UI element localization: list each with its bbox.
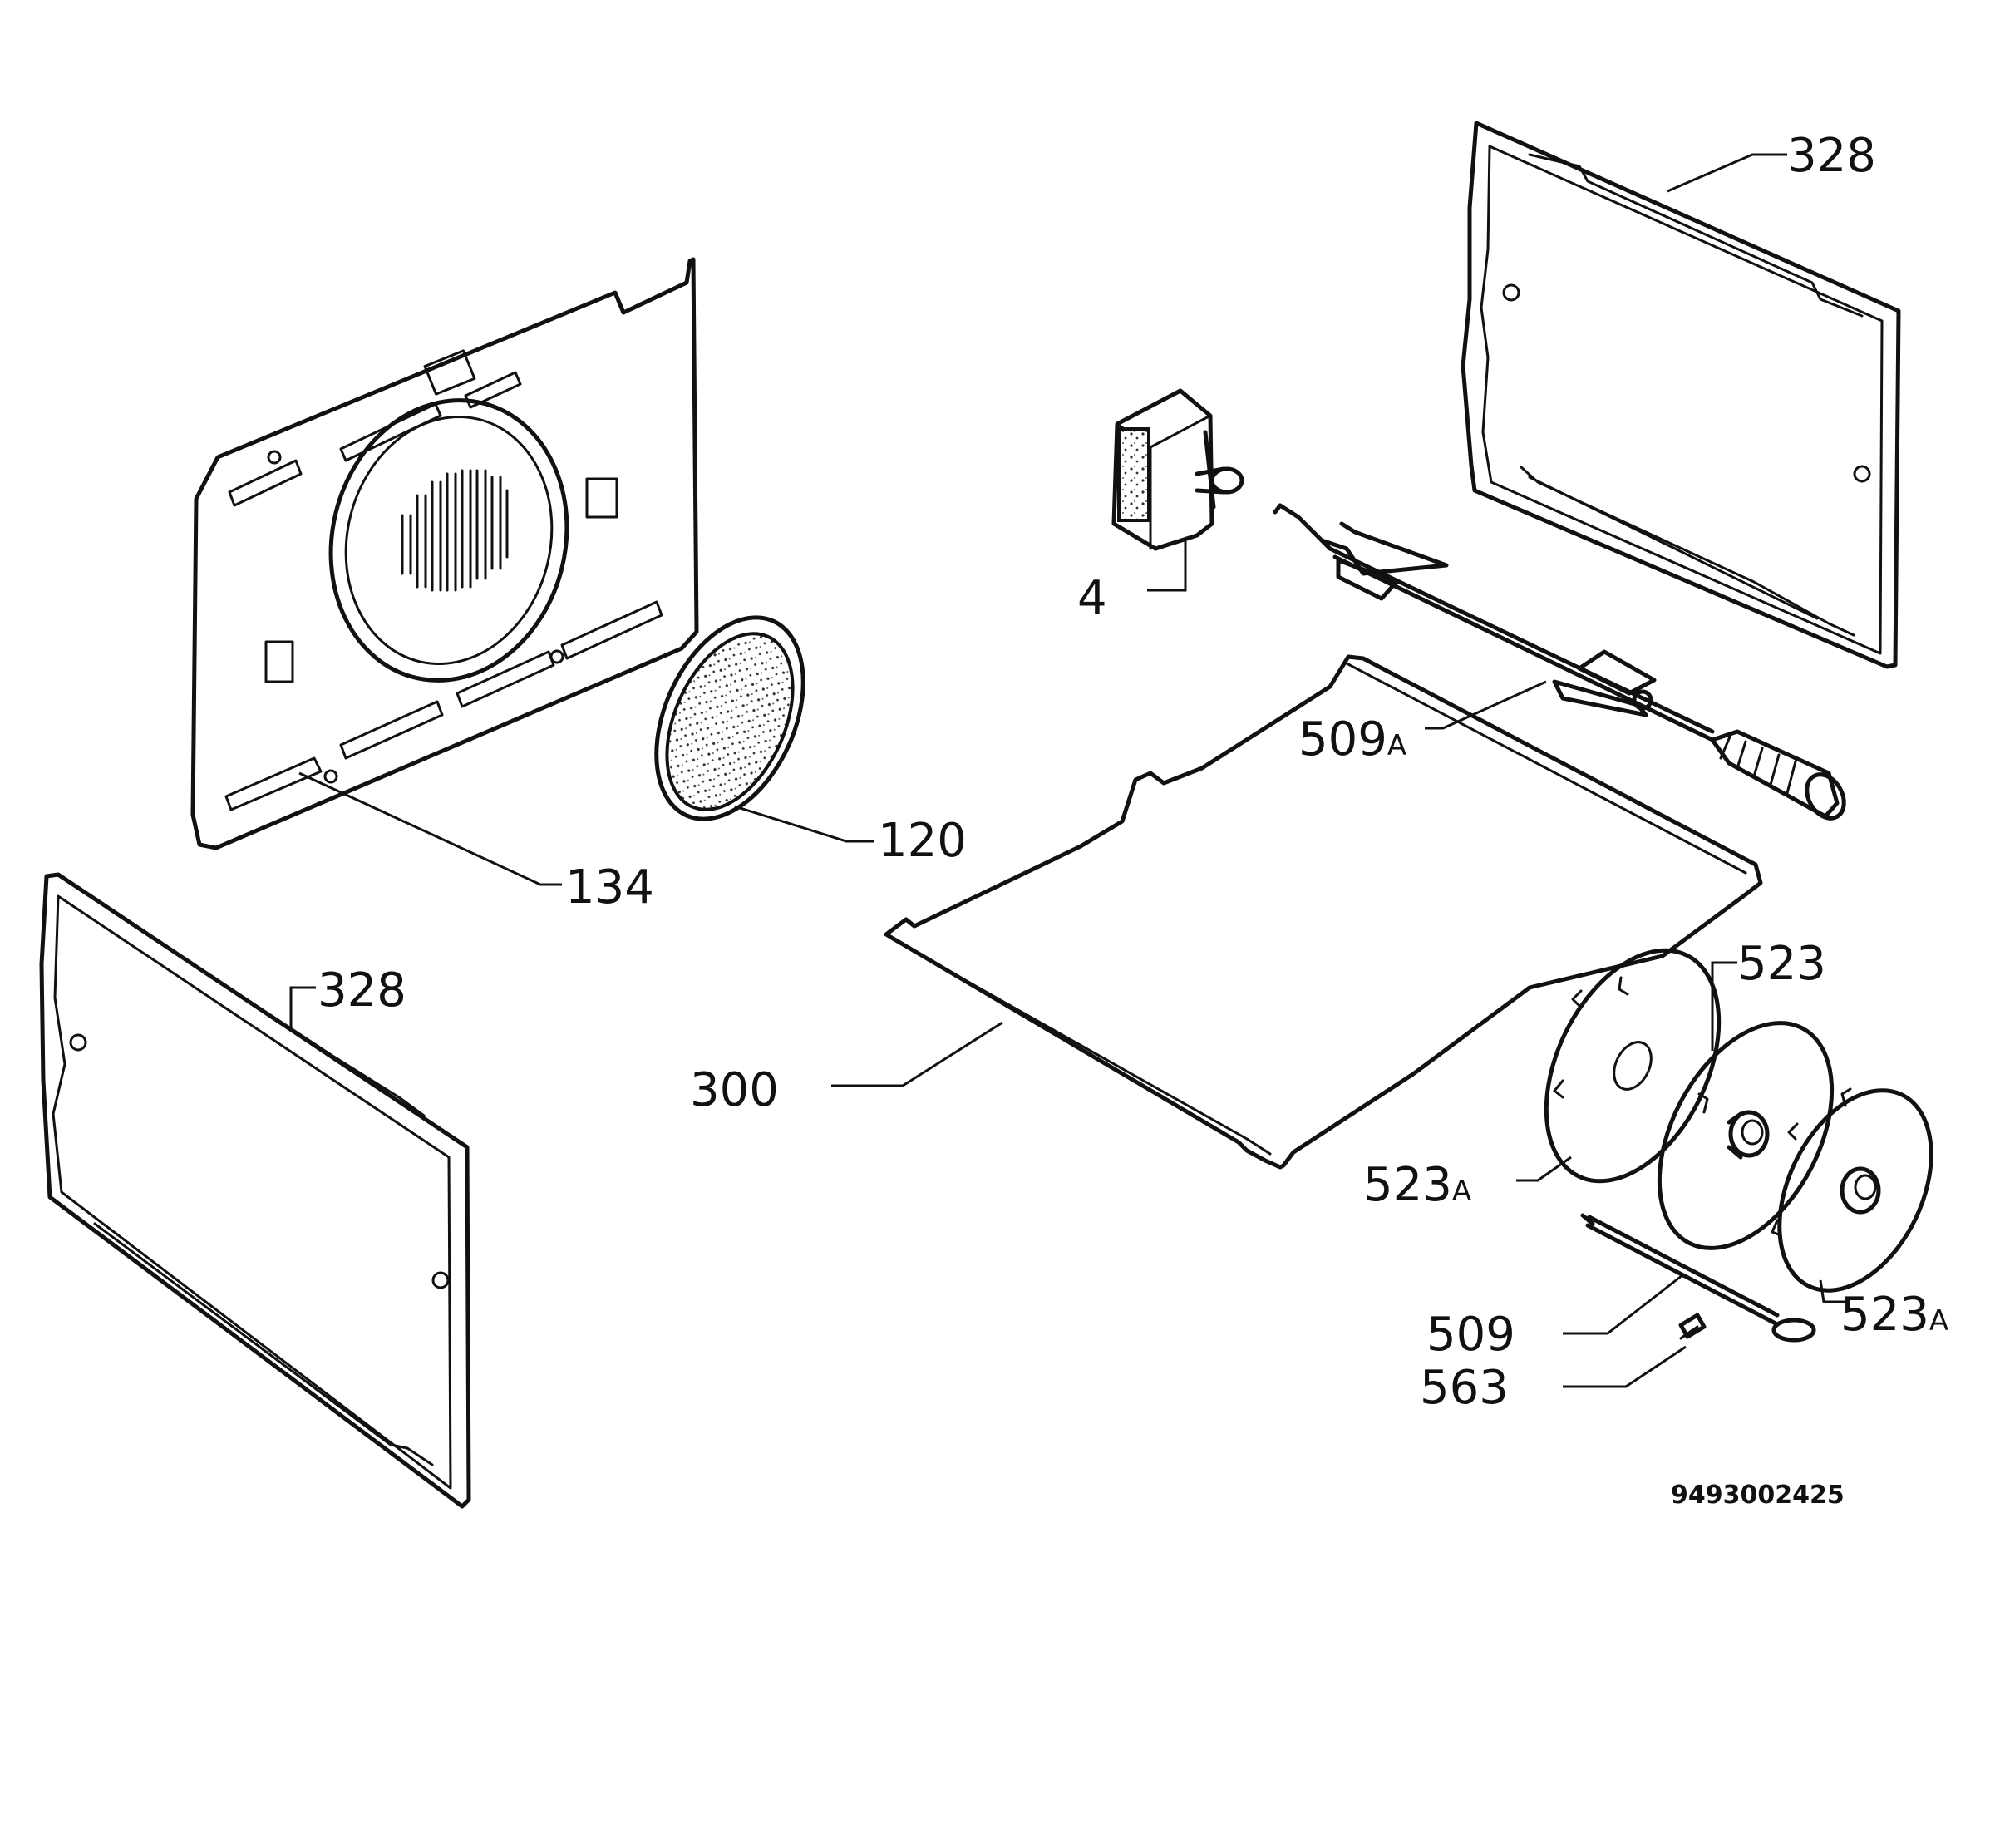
label-fan-cover: 134 [565,860,654,914]
disc-right-part [1771,1087,1933,1293]
label-front-frame: 328 [318,963,406,1018]
filter-part [654,615,805,821]
label-disc-right: 523A [1840,1288,1948,1342]
label-disc-right-number: 523 [1840,1288,1929,1342]
label-spit-holder-suffix: A [1387,729,1406,762]
disc-middle-part [1657,1021,1835,1250]
fan-cover-part [190,257,699,850]
label-disc-left: 523A [1363,1158,1471,1212]
label-spit-holder: 509A [1298,712,1406,766]
label-disc-left-suffix: A [1452,1175,1471,1208]
label-screw: 563 [1420,1361,1509,1415]
spit-holder-part [1273,503,1846,821]
motor-part [1111,388,1244,551]
label-spit: 509 [1426,1308,1515,1362]
label-spit-holder-number: 509 [1298,712,1387,766]
leader-lines [289,153,1849,1388]
rear-frame-part [1461,121,1901,669]
front-frame-part [39,872,471,1509]
label-rear-frame: 328 [1787,129,1876,183]
label-shelf: 300 [690,1063,779,1117]
disc-left-part [1544,948,1722,1184]
label-disc: 523 [1737,937,1826,991]
shelf-part [884,654,1763,1170]
label-motor: 4 [1077,571,1107,625]
drawing-code: 9493002425 [1671,1481,1845,1510]
screw-part [1678,1313,1707,1340]
label-disc-left-number: 523 [1363,1158,1452,1212]
label-disc-right-suffix: A [1929,1304,1948,1338]
label-filter: 120 [878,814,967,868]
